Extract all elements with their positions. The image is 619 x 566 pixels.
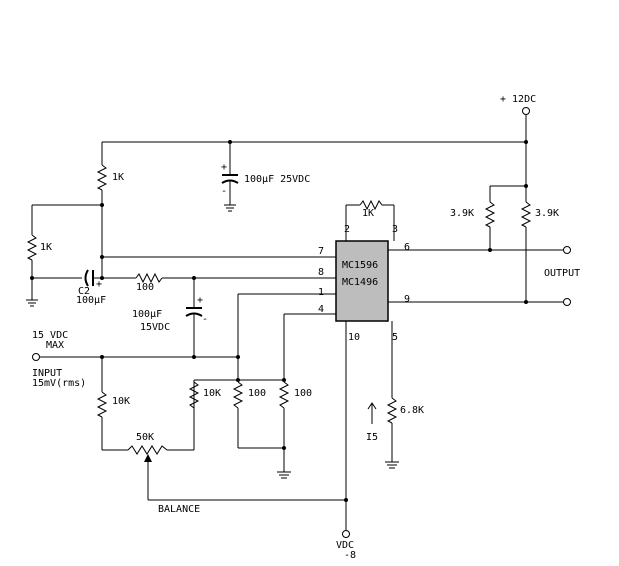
svg-text:INPUT: INPUT [32, 368, 62, 379]
svg-text:6: 6 [404, 242, 410, 253]
wiper-arrow-icon [144, 454, 152, 462]
positive-supply-label: + 12DC [500, 94, 536, 105]
ic-body [335, 240, 389, 322]
svg-text:50K: 50K [136, 432, 154, 443]
svg-text:1: 1 [318, 287, 324, 298]
output-terminal-b[interactable] [563, 298, 571, 306]
resistor-6-8k: 6.8K [385, 321, 424, 469]
svg-text:100: 100 [136, 282, 154, 293]
svg-text:C2: C2 [78, 286, 90, 297]
svg-text:3.9K: 3.9K [535, 208, 559, 219]
resistor-1k-feedback: 1K [345, 199, 395, 241]
svg-text:15mV(rms): 15mV(rms) [32, 378, 86, 389]
svg-text:+: + [96, 279, 102, 290]
positive-supply: + 12DC [102, 94, 536, 144]
negative-supply-terminal[interactable] [342, 530, 350, 538]
current-arrow: I5 [366, 402, 378, 443]
svg-text:1K: 1K [40, 242, 52, 253]
svg-text:3.9K: 3.9K [450, 208, 474, 219]
resistor-10k-bias-body [188, 381, 200, 409]
capacitor-c2: + C2 100µF [32, 269, 136, 306]
svg-text:100: 100 [294, 388, 312, 399]
svg-text:8: 8 [318, 267, 324, 278]
svg-text:3: 3 [392, 224, 398, 235]
svg-text:9: 9 [404, 294, 410, 305]
resistor-10k-bias: 10K [193, 379, 284, 450]
svg-text:-8: -8 [344, 550, 356, 561]
negative-supply: VDC -8 [336, 321, 356, 561]
output: OUTPUT [388, 246, 580, 306]
svg-text:15 VDC: 15 VDC [32, 330, 68, 341]
svg-text:5: 5 [392, 332, 398, 343]
input: 15 VDC MAX INPUT 15mV(rms) [32, 330, 240, 389]
svg-text:I5: I5 [366, 432, 378, 443]
ic-mc1596: MC1596 MC1496 7 8 1 4 2 3 6 9 10 5 [318, 224, 410, 343]
svg-text:6.8K: 6.8K [400, 405, 424, 416]
resistor-100b: 100 [238, 378, 312, 479]
up-arrow-icon [367, 402, 377, 410]
resistor-100-series: 100 [135, 272, 336, 293]
resistor-3-9k-b: 3.9K [520, 142, 559, 304]
svg-text:1K: 1K [362, 208, 374, 219]
svg-text:10K: 10K [203, 388, 221, 399]
output-label: OUTPUT [544, 268, 580, 279]
svg-text:MAX: MAX [46, 340, 64, 351]
svg-text:10: 10 [348, 332, 360, 343]
svg-text:VDC: VDC [336, 540, 354, 551]
balance-label: BALANCE [158, 504, 200, 515]
resistor-3-9k-a: 3.9K [450, 185, 526, 252]
svg-text:100: 100 [248, 388, 266, 399]
resistor-100a: 100 [232, 378, 266, 448]
capacitor-supply: + - 100µF 25VDC [221, 142, 310, 212]
svg-text:100µF: 100µF [76, 295, 106, 306]
svg-text:100µF: 100µF [132, 309, 162, 320]
svg-text:15VDC: 15VDC [140, 322, 170, 333]
svg-text:-: - [221, 186, 227, 197]
resistor-1k-left: 1K [26, 204, 102, 307]
svg-text:10K: 10K [112, 396, 130, 407]
svg-text:7: 7 [318, 246, 324, 257]
svg-text:MC1496: MC1496 [342, 277, 378, 288]
svg-text:+: + [197, 295, 203, 306]
svg-text:1K: 1K [112, 172, 124, 183]
svg-text:MC1596: MC1596 [342, 260, 378, 271]
svg-text:-: - [202, 314, 208, 325]
svg-text:2: 2 [344, 224, 350, 235]
capacitor-supply-label: 100µF 25VDC [244, 174, 310, 185]
svg-text:+: + [221, 162, 227, 173]
positive-supply-terminal[interactable] [522, 107, 530, 115]
capacitor-input: + - 100µF 15VDC [132, 278, 208, 357]
input-terminal[interactable] [32, 353, 40, 361]
svg-text:4: 4 [318, 304, 324, 315]
output-terminal-a[interactable] [563, 246, 571, 254]
resistor-10k-input: 10K [96, 357, 130, 451]
resistor-1k-top: 1K [96, 142, 124, 278]
potentiometer-50k: 50K BALANCE [127, 432, 346, 515]
